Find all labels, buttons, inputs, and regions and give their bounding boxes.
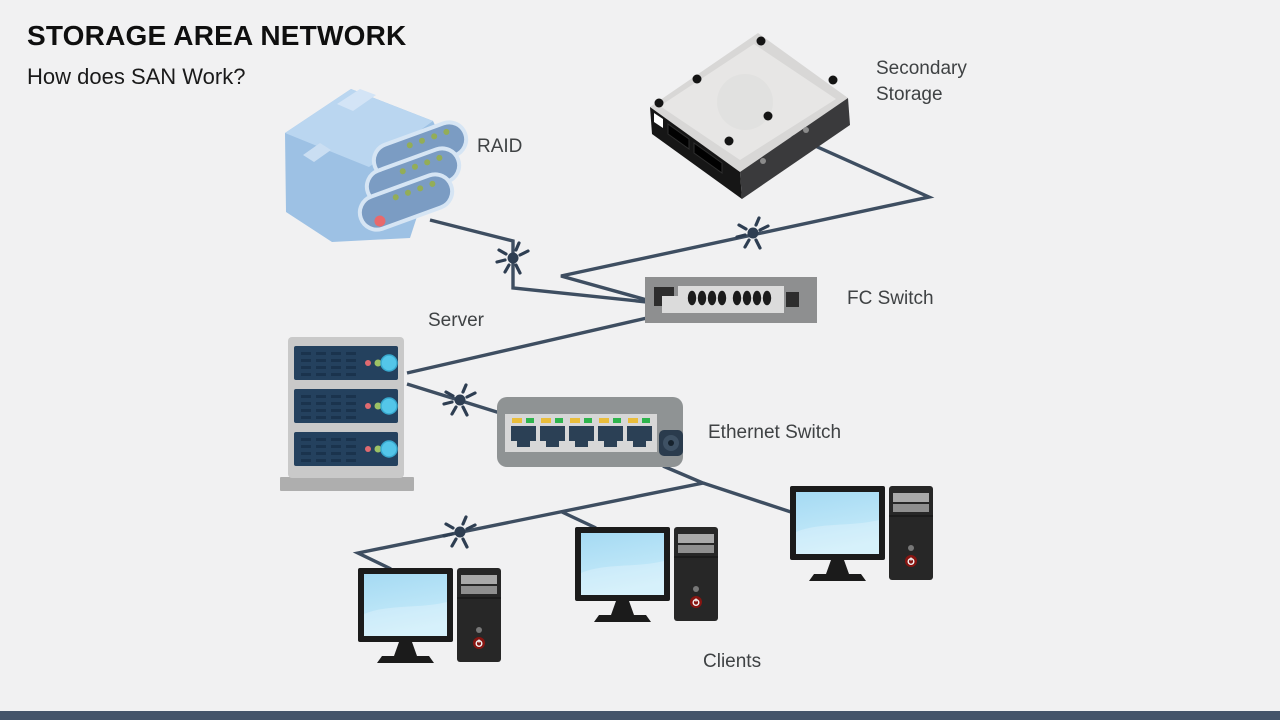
client-workstation-1: [357, 567, 502, 664]
hdd-jumper-block: [654, 113, 663, 128]
ethernet-switch-label: Ethernet Switch: [708, 422, 842, 443]
ethernet-power-port: [659, 430, 683, 456]
connection-lines: [352, 130, 935, 571]
page-title: STORAGE AREA NETWORK: [27, 20, 407, 51]
fc-switch-device: [645, 277, 817, 323]
client-workstation-2: [574, 526, 719, 623]
connection-fcswitch-server: [406, 316, 648, 375]
raid-label: RAID: [477, 136, 523, 157]
connection-ethernet-client1: [352, 464, 709, 571]
clients-label: Clients: [703, 651, 762, 672]
server-device: [280, 337, 414, 491]
server-label: Server: [428, 310, 484, 331]
footer-accent-bar: [0, 711, 1280, 720]
page-subtitle: How does SAN Work?: [27, 64, 246, 89]
fc-switch-ports: [687, 290, 772, 306]
connection-raid-fcswitch: [429, 218, 648, 304]
raid-disk-front-3: [357, 172, 455, 232]
secondary-storage-label: Secondary Storage: [876, 58, 967, 105]
link-spark-icon-4: [442, 515, 477, 549]
connection-ethernet-client2: [561, 510, 597, 530]
connection-ethernet-client3: [702, 481, 795, 515]
server-bay-2: [293, 388, 399, 424]
link-spark-icon-3: [442, 383, 477, 417]
secondary-storage-device: [650, 33, 850, 199]
client-workstation-3: [789, 485, 934, 582]
raid-device: [285, 89, 469, 242]
ethernet-switch-device: [497, 397, 683, 467]
server-bay-3: [293, 431, 399, 467]
fc-switch-label: FC Switch: [847, 288, 934, 309]
server-bay-1: [293, 345, 399, 381]
hdd-screws: [654, 36, 838, 146]
connection-server-ethernet: [406, 382, 501, 415]
